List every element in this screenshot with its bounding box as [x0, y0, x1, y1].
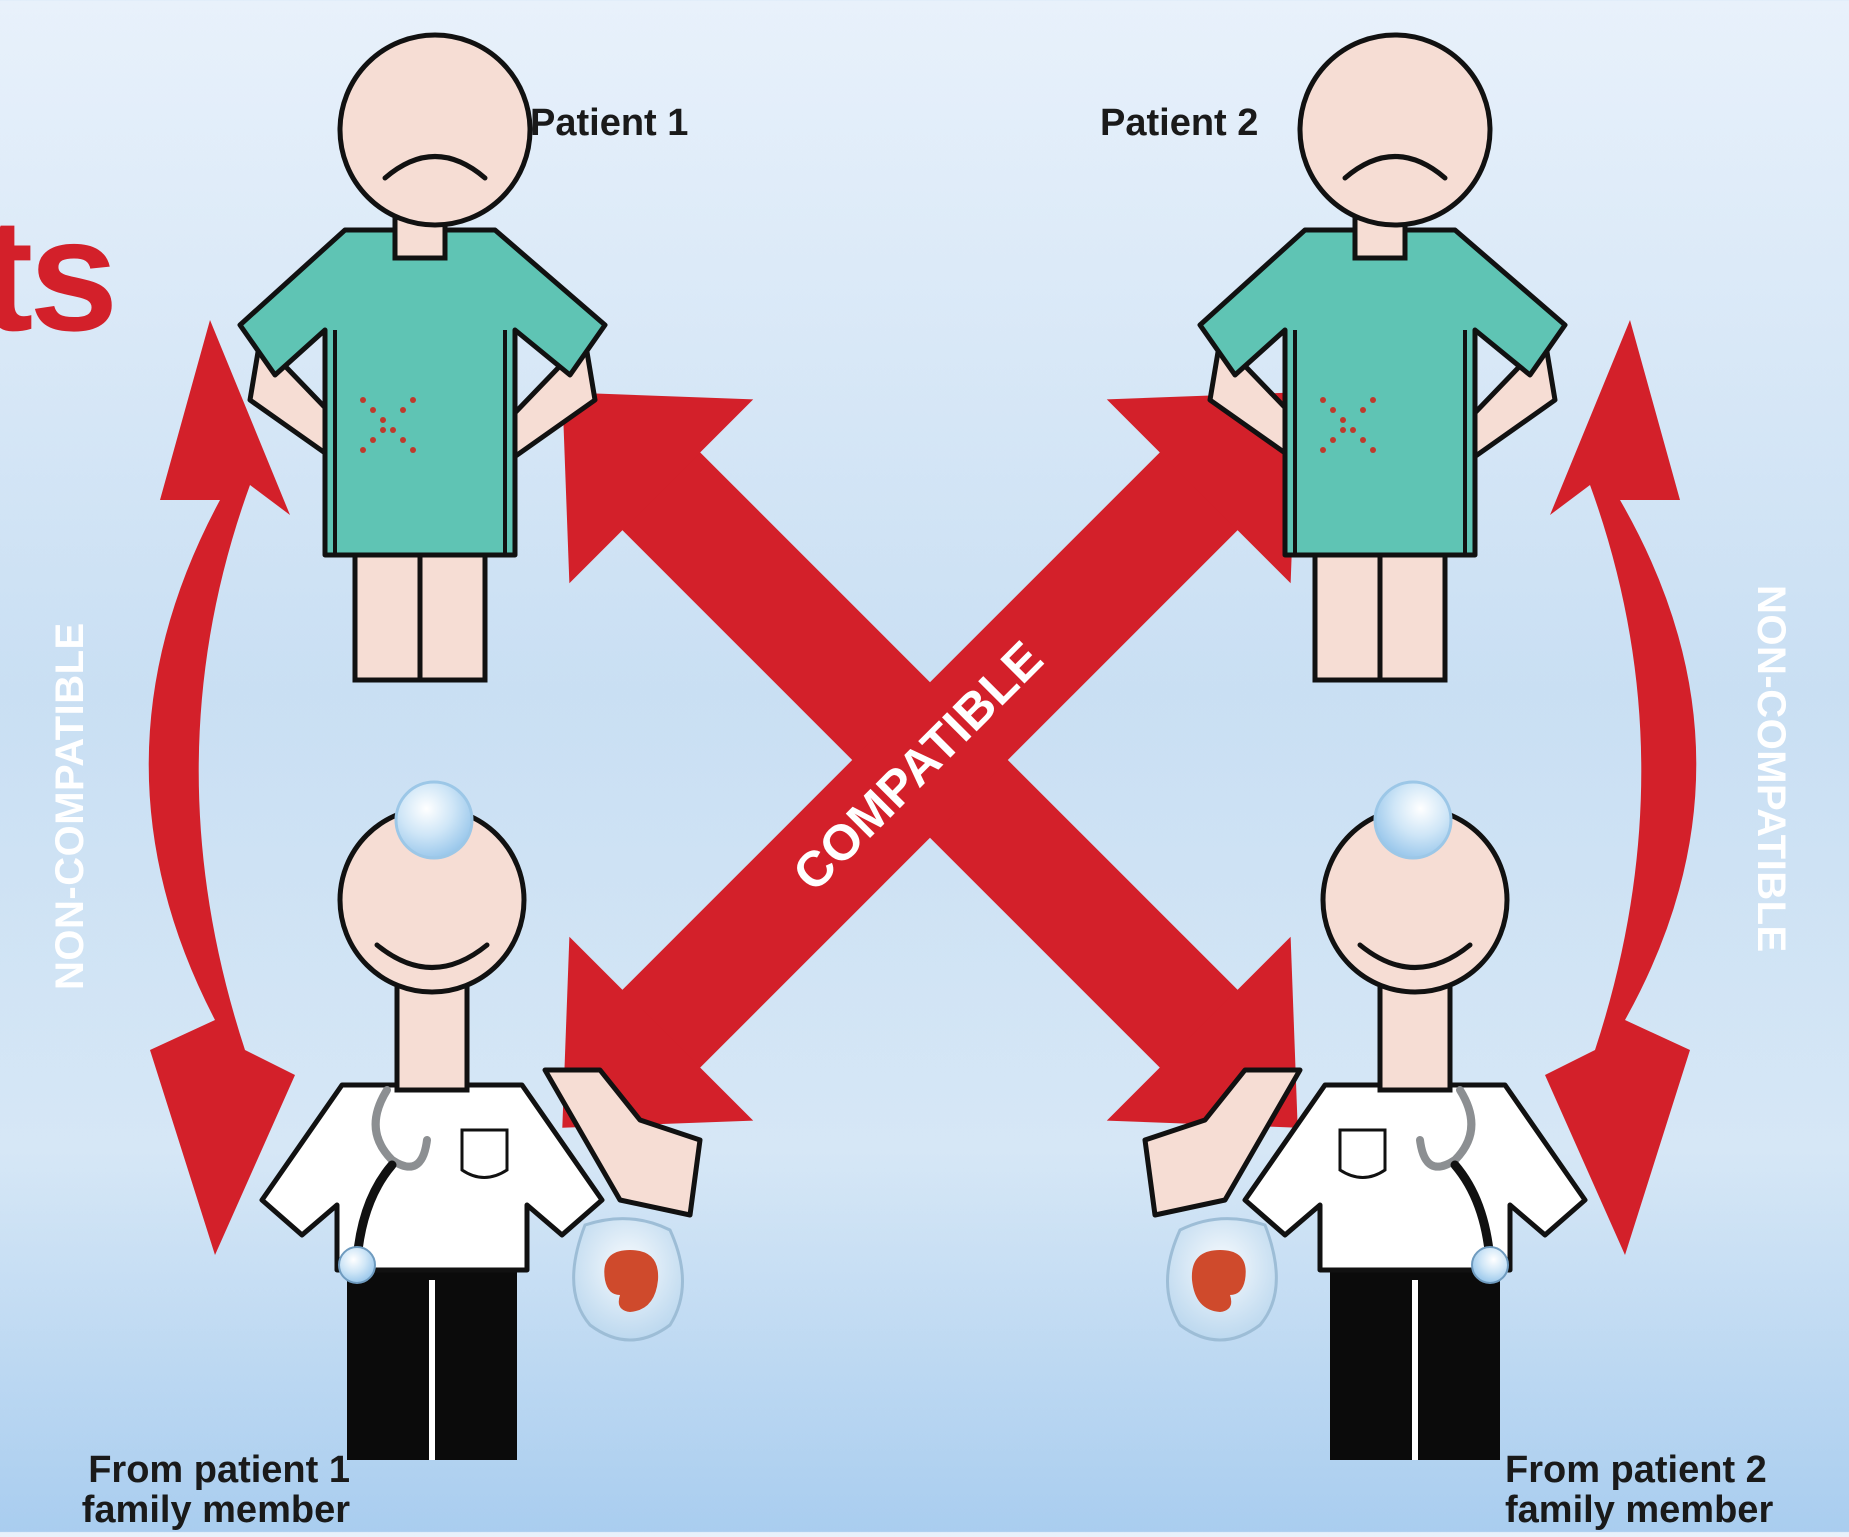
donor-2-label-line2: family member: [1505, 1489, 1773, 1531]
patient-2-label: Patient 2: [1100, 102, 1258, 144]
kidney-bag-2: [1168, 1219, 1277, 1340]
donor-1-label: From patient 1 family member: [82, 1449, 350, 1531]
donor-1-label-line1: From patient 1: [88, 1449, 350, 1491]
non-compatible-label-left: NON-COMPATIBLE: [48, 622, 92, 990]
patient-1-label: Patient 1: [530, 102, 688, 144]
title-fragment: ts: [0, 185, 114, 364]
donor-1-figure: [262, 782, 700, 1460]
donor-1-label-line2: family member: [82, 1489, 350, 1531]
non-compatible-label-right: NON-COMPATIBLE: [1749, 585, 1793, 953]
donor-2-label: From patient 2 family member: [1505, 1449, 1773, 1531]
donor-2-figure: [1145, 782, 1585, 1460]
non-compatible-arrow-right: NON-COMPATIBLE: [1545, 320, 1793, 1255]
non-compatible-arrow-left: NON-COMPATIBLE: [48, 320, 295, 1255]
donor-2-label-line1: From patient 2: [1505, 1449, 1767, 1491]
kidney-bag-1: [574, 1219, 683, 1340]
